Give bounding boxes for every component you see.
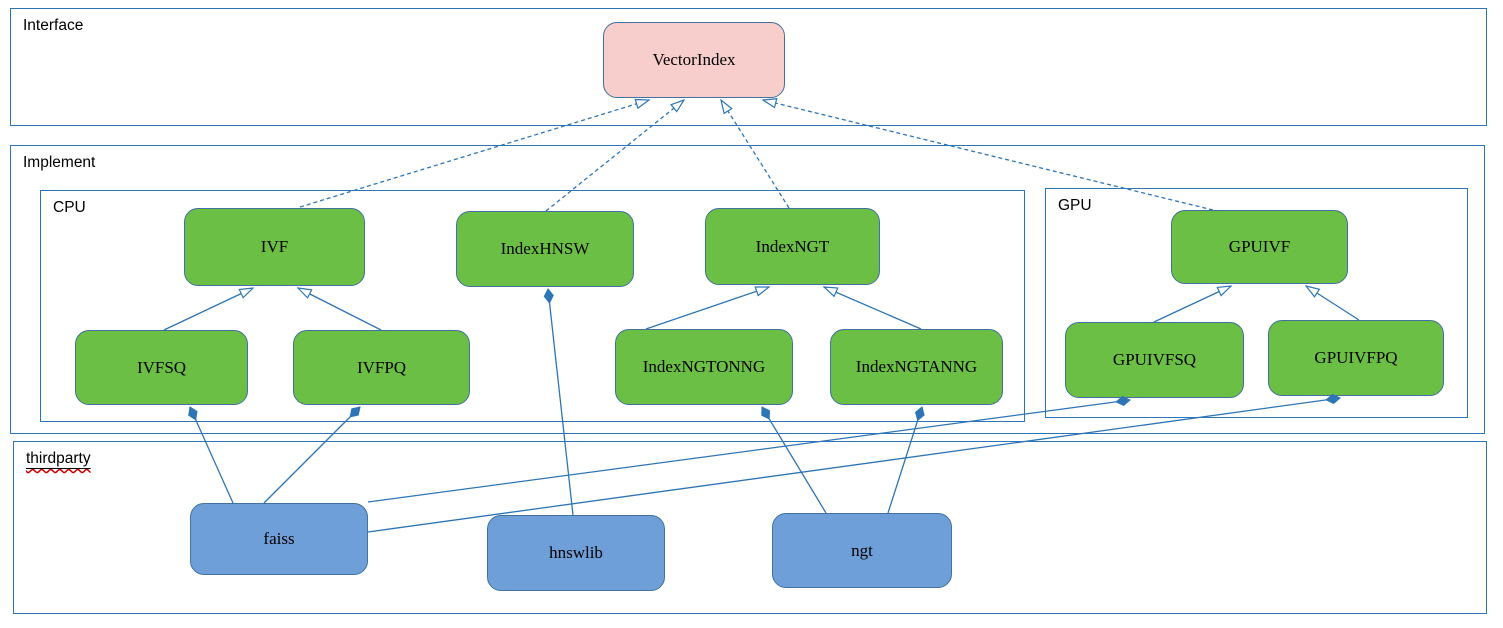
node-ngt: ngt bbox=[772, 513, 952, 588]
node-indexngtonng: IndexNGTONNG bbox=[615, 329, 793, 405]
thirdparty-container-label: thirdparty bbox=[26, 450, 91, 468]
node-hnswlib: hnswlib bbox=[487, 515, 665, 591]
gpu-container-label: GPU bbox=[1058, 197, 1092, 214]
implement-container-label: Implement bbox=[23, 154, 96, 171]
interface-container-label: Interface bbox=[23, 17, 84, 34]
cpu-container-label: CPU bbox=[53, 199, 86, 216]
node-faiss: faiss bbox=[190, 503, 368, 575]
node-ivfpq: IVFPQ bbox=[293, 330, 470, 405]
node-vectorindex: VectorIndex bbox=[603, 22, 785, 98]
node-gpuivf: GPUIVF bbox=[1171, 210, 1348, 284]
node-ivf: IVF bbox=[184, 208, 365, 286]
node-indexngtanng: IndexNGTANNG bbox=[830, 329, 1003, 405]
thirdparty-container-label-text: thirdparty bbox=[26, 450, 91, 467]
node-ivfsq: IVFSQ bbox=[75, 330, 248, 405]
node-indexngt: IndexNGT bbox=[705, 208, 880, 285]
node-gpuivfsq: GPUIVFSQ bbox=[1065, 322, 1244, 398]
node-gpuivfpq: GPUIVFPQ bbox=[1268, 320, 1444, 396]
node-indexhnsw: IndexHNSW bbox=[456, 211, 634, 287]
